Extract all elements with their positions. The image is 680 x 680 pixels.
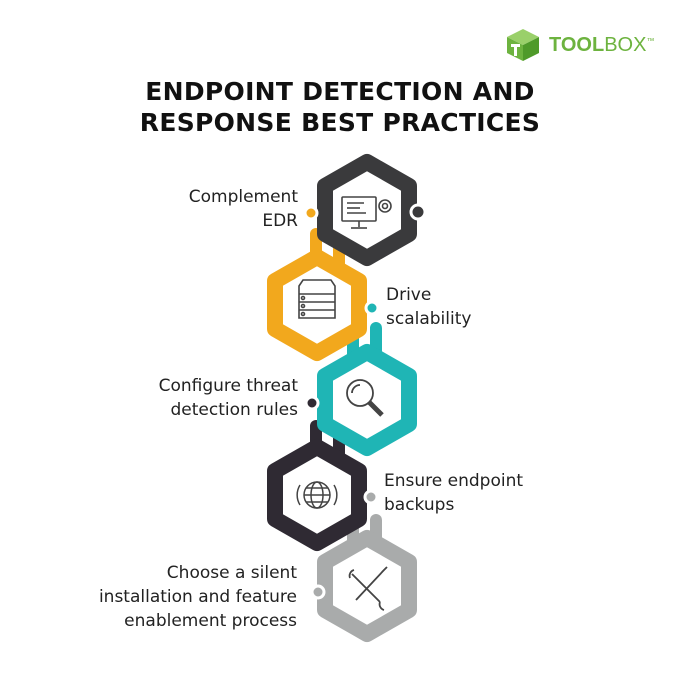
globe-icon [296,481,338,509]
step-2-label: Drive scalability [386,283,471,331]
hexagon-step-3 [317,344,417,456]
step-5-line-3: enablement process [124,611,297,631]
step-1-label: Complement EDR [189,185,298,233]
step-5-line-2: installation and feature [98,587,297,607]
step-2-line-2: scalability [386,309,472,329]
step-4-line-1: Ensure endpoint [384,471,524,491]
server-icon [298,279,336,319]
hexagon-step-5 [317,530,417,642]
dot-step-1-left [303,205,319,221]
monitor-gear-icon [341,196,392,229]
dot-step-5 [310,584,326,600]
step-3-line-1: Configure threat [158,376,298,396]
step-5-line-1: Choose a silent [166,563,297,583]
step-2-line-1: Drive [386,285,432,305]
dot-step-1-right [409,203,427,221]
step-4-line-2: backups [384,495,455,515]
logo-text-bold: TOOL [549,33,605,56]
hexagon-step-1 [317,154,417,266]
dot-step-4 [363,489,379,505]
dot-step-2 [364,300,380,316]
cube-icon [507,29,539,61]
step-4-label: Ensure endpoint backups [384,469,523,517]
title-line-1: ENDPOINT DETECTION AND [145,77,535,106]
magnifier-icon [346,379,384,417]
dot-step-3 [304,395,320,411]
logo-tm: ™ [646,35,655,45]
step-1-line-1: Complement [188,187,298,207]
step-5-label: Choose a silent installation and feature… [99,561,297,633]
tools-icon [348,566,388,611]
title-line-2: RESPONSE BEST PRACTICES [139,108,541,137]
step-1-line-2: EDR [262,211,298,231]
page-title: ENDPOINT DETECTION AND RESPONSE BEST PRA… [0,76,680,138]
hexagon-step-2 [267,249,367,361]
step-3-line-2: detection rules [170,400,299,420]
logo-text-light: BOX [604,33,647,56]
toolbox-logo: TOOLBOX™ [505,27,654,63]
step-3-label: Configure threat detection rules [159,374,298,422]
